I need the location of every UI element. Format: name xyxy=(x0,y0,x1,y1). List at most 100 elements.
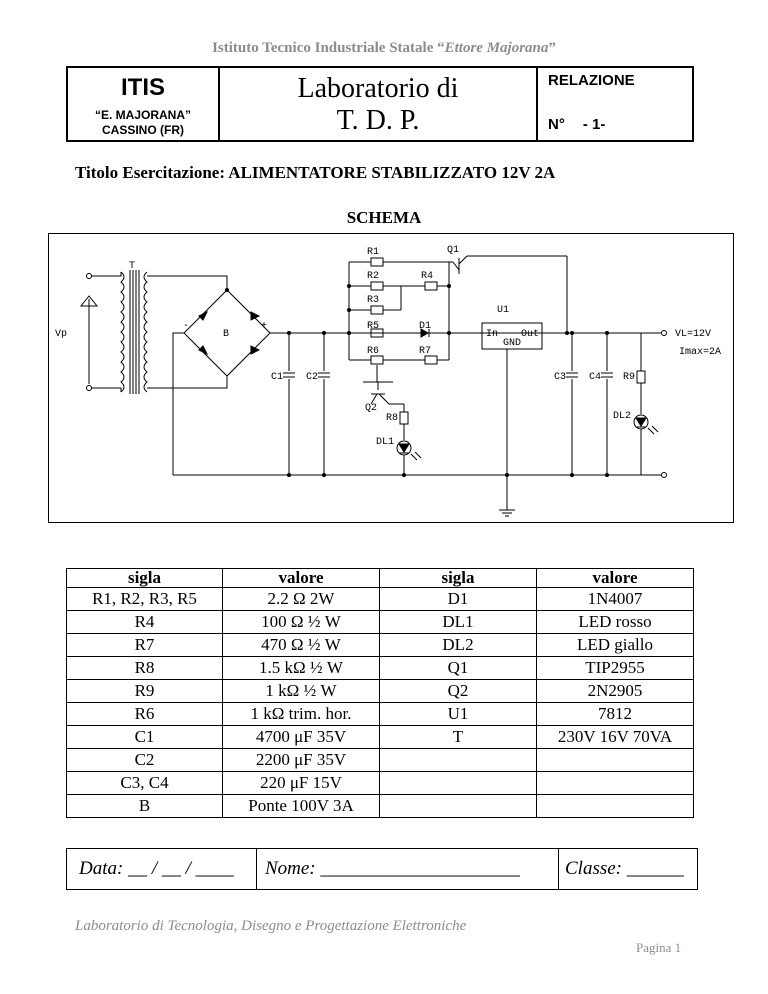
table-cell: 2N2905 xyxy=(536,679,694,703)
table-cell: DL2 xyxy=(379,633,537,657)
label-u1: U1 xyxy=(497,305,509,316)
label-gnd: GND xyxy=(503,338,521,349)
label-out: Out xyxy=(521,329,539,340)
table-header-row: sigla valore sigla valore xyxy=(66,568,694,588)
label-r2: R2 xyxy=(367,271,379,282)
class-field[interactable]: Classe: ______ xyxy=(565,858,684,879)
school-info: “E. MAJORANA” CASSINO (FR) xyxy=(68,108,218,138)
label-r9: R9 xyxy=(623,372,635,383)
page-number: Pagina 1 xyxy=(636,940,682,955)
column-header: sigla xyxy=(379,568,537,588)
institute-suffix: ” xyxy=(548,40,556,56)
components-table: sigla valore sigla valore R1, R2, R3, R5… xyxy=(66,568,694,818)
report-number: N° - 1- xyxy=(548,116,605,133)
lab-title-line1: Laboratorio di xyxy=(297,73,459,104)
table-cell: R1, R2, R3, R5 xyxy=(66,587,223,611)
table-cell: Ponte 100V 3A xyxy=(222,794,380,818)
table-cell: 1N4007 xyxy=(536,587,694,611)
table-cell: 1 kΩ trim. hor. xyxy=(222,702,380,726)
number-label: N° xyxy=(548,116,565,133)
table-cell xyxy=(536,748,694,772)
date-field[interactable]: Data: __ / __ / ____ xyxy=(67,849,257,889)
label-b: B xyxy=(223,329,229,340)
table-cell: C2 xyxy=(66,748,223,772)
label-c3: C3 xyxy=(554,372,566,383)
table-cell: R7 xyxy=(66,633,223,657)
label-q2: Q2 xyxy=(365,403,377,414)
table-cell: U1 xyxy=(379,702,537,726)
table-cell xyxy=(536,794,694,818)
table-cell: 1.5 kΩ ½ W xyxy=(222,656,380,680)
label-d1: D1 xyxy=(419,321,431,332)
label-r3: R3 xyxy=(367,295,379,306)
label-vp: Vp xyxy=(55,329,67,340)
column-header: valore xyxy=(222,568,380,588)
table-cell: 100 Ω ½ W xyxy=(222,610,380,634)
circuit-schematic: T Vp B - + R1 R2 R3 R4 R5 D1 R6 R7 Q1 Q2… xyxy=(48,233,734,523)
school-city: CASSINO (FR) xyxy=(102,123,184,137)
school-cell: ITIS “E. MAJORANA” CASSINO (FR) xyxy=(68,68,220,140)
table-cell: 1 kΩ ½ W xyxy=(222,679,380,703)
label-imax: Imax=2A xyxy=(679,347,721,358)
label-r6: R6 xyxy=(367,346,379,357)
table-cell: 4700 μF 35V xyxy=(222,725,380,749)
label-dl2: DL2 xyxy=(613,411,631,422)
table-cell: 230V 16V 70VA xyxy=(536,725,694,749)
table-cell: B xyxy=(66,794,223,818)
label-r4: R4 xyxy=(421,271,433,282)
label-r1: R1 xyxy=(367,247,379,258)
schema-heading: SCHEMA xyxy=(346,208,422,227)
table-cell: T xyxy=(379,725,537,749)
table-cell xyxy=(379,771,537,795)
table-cell: D1 xyxy=(379,587,537,611)
table-cell: 7812 xyxy=(536,702,694,726)
label-c4: C4 xyxy=(589,372,601,383)
institute-prefix: Istituto Tecnico Industriale Statale “ xyxy=(212,40,445,56)
number-value: - 1- xyxy=(582,116,606,133)
institute-name: Ettore Majorana xyxy=(444,40,549,56)
table-cell xyxy=(536,771,694,795)
label-vl: VL=12V xyxy=(675,329,711,340)
table-cell: C1 xyxy=(66,725,223,749)
regulator xyxy=(481,322,543,350)
table-cell: LED giallo xyxy=(536,633,694,657)
school-name: “E. MAJORANA” xyxy=(94,108,191,122)
table-cell xyxy=(379,748,537,772)
label-c1: C1 xyxy=(271,372,283,383)
lab-title-line2: T. D. P. xyxy=(336,105,420,136)
table-cell: Q1 xyxy=(379,656,537,680)
report-cell: RELAZIONE N° - 1- xyxy=(538,68,692,140)
table-cell: TIP2955 xyxy=(536,656,694,680)
signature-fields: Data: __ / __ / ____ Nome: _____________… xyxy=(66,848,698,890)
column-header: sigla xyxy=(66,568,223,588)
label-r8: R8 xyxy=(386,413,398,424)
table-cell: 2.2 Ω 2W xyxy=(222,587,380,611)
name-field[interactable]: Nome: _____________________ xyxy=(257,849,559,889)
label-minus: - xyxy=(183,321,189,332)
table-cell: 2200 μF 35V xyxy=(222,748,380,772)
school-acronym: ITIS xyxy=(120,74,165,101)
label-r7: R7 xyxy=(419,346,431,357)
report-label: RELAZIONE xyxy=(548,72,635,89)
label-dl1: DL1 xyxy=(376,437,394,448)
exercise-title: Titolo Esercitazione: ALIMENTATORE STABI… xyxy=(75,163,556,182)
label-q1: Q1 xyxy=(447,245,459,256)
table-cell: R8 xyxy=(66,656,223,680)
transformer xyxy=(79,270,228,394)
lab-cell: Laboratorio di T. D. P. xyxy=(220,68,538,140)
table-cell: R6 xyxy=(66,702,223,726)
report-header: ITIS “E. MAJORANA” CASSINO (FR) Laborato… xyxy=(66,66,694,142)
footer-lab-name: Laboratorio di Tecnologia, Disegno e Pro… xyxy=(75,918,467,934)
table-cell: R4 xyxy=(66,610,223,634)
column-header: valore xyxy=(536,568,694,588)
table-cell xyxy=(379,794,537,818)
